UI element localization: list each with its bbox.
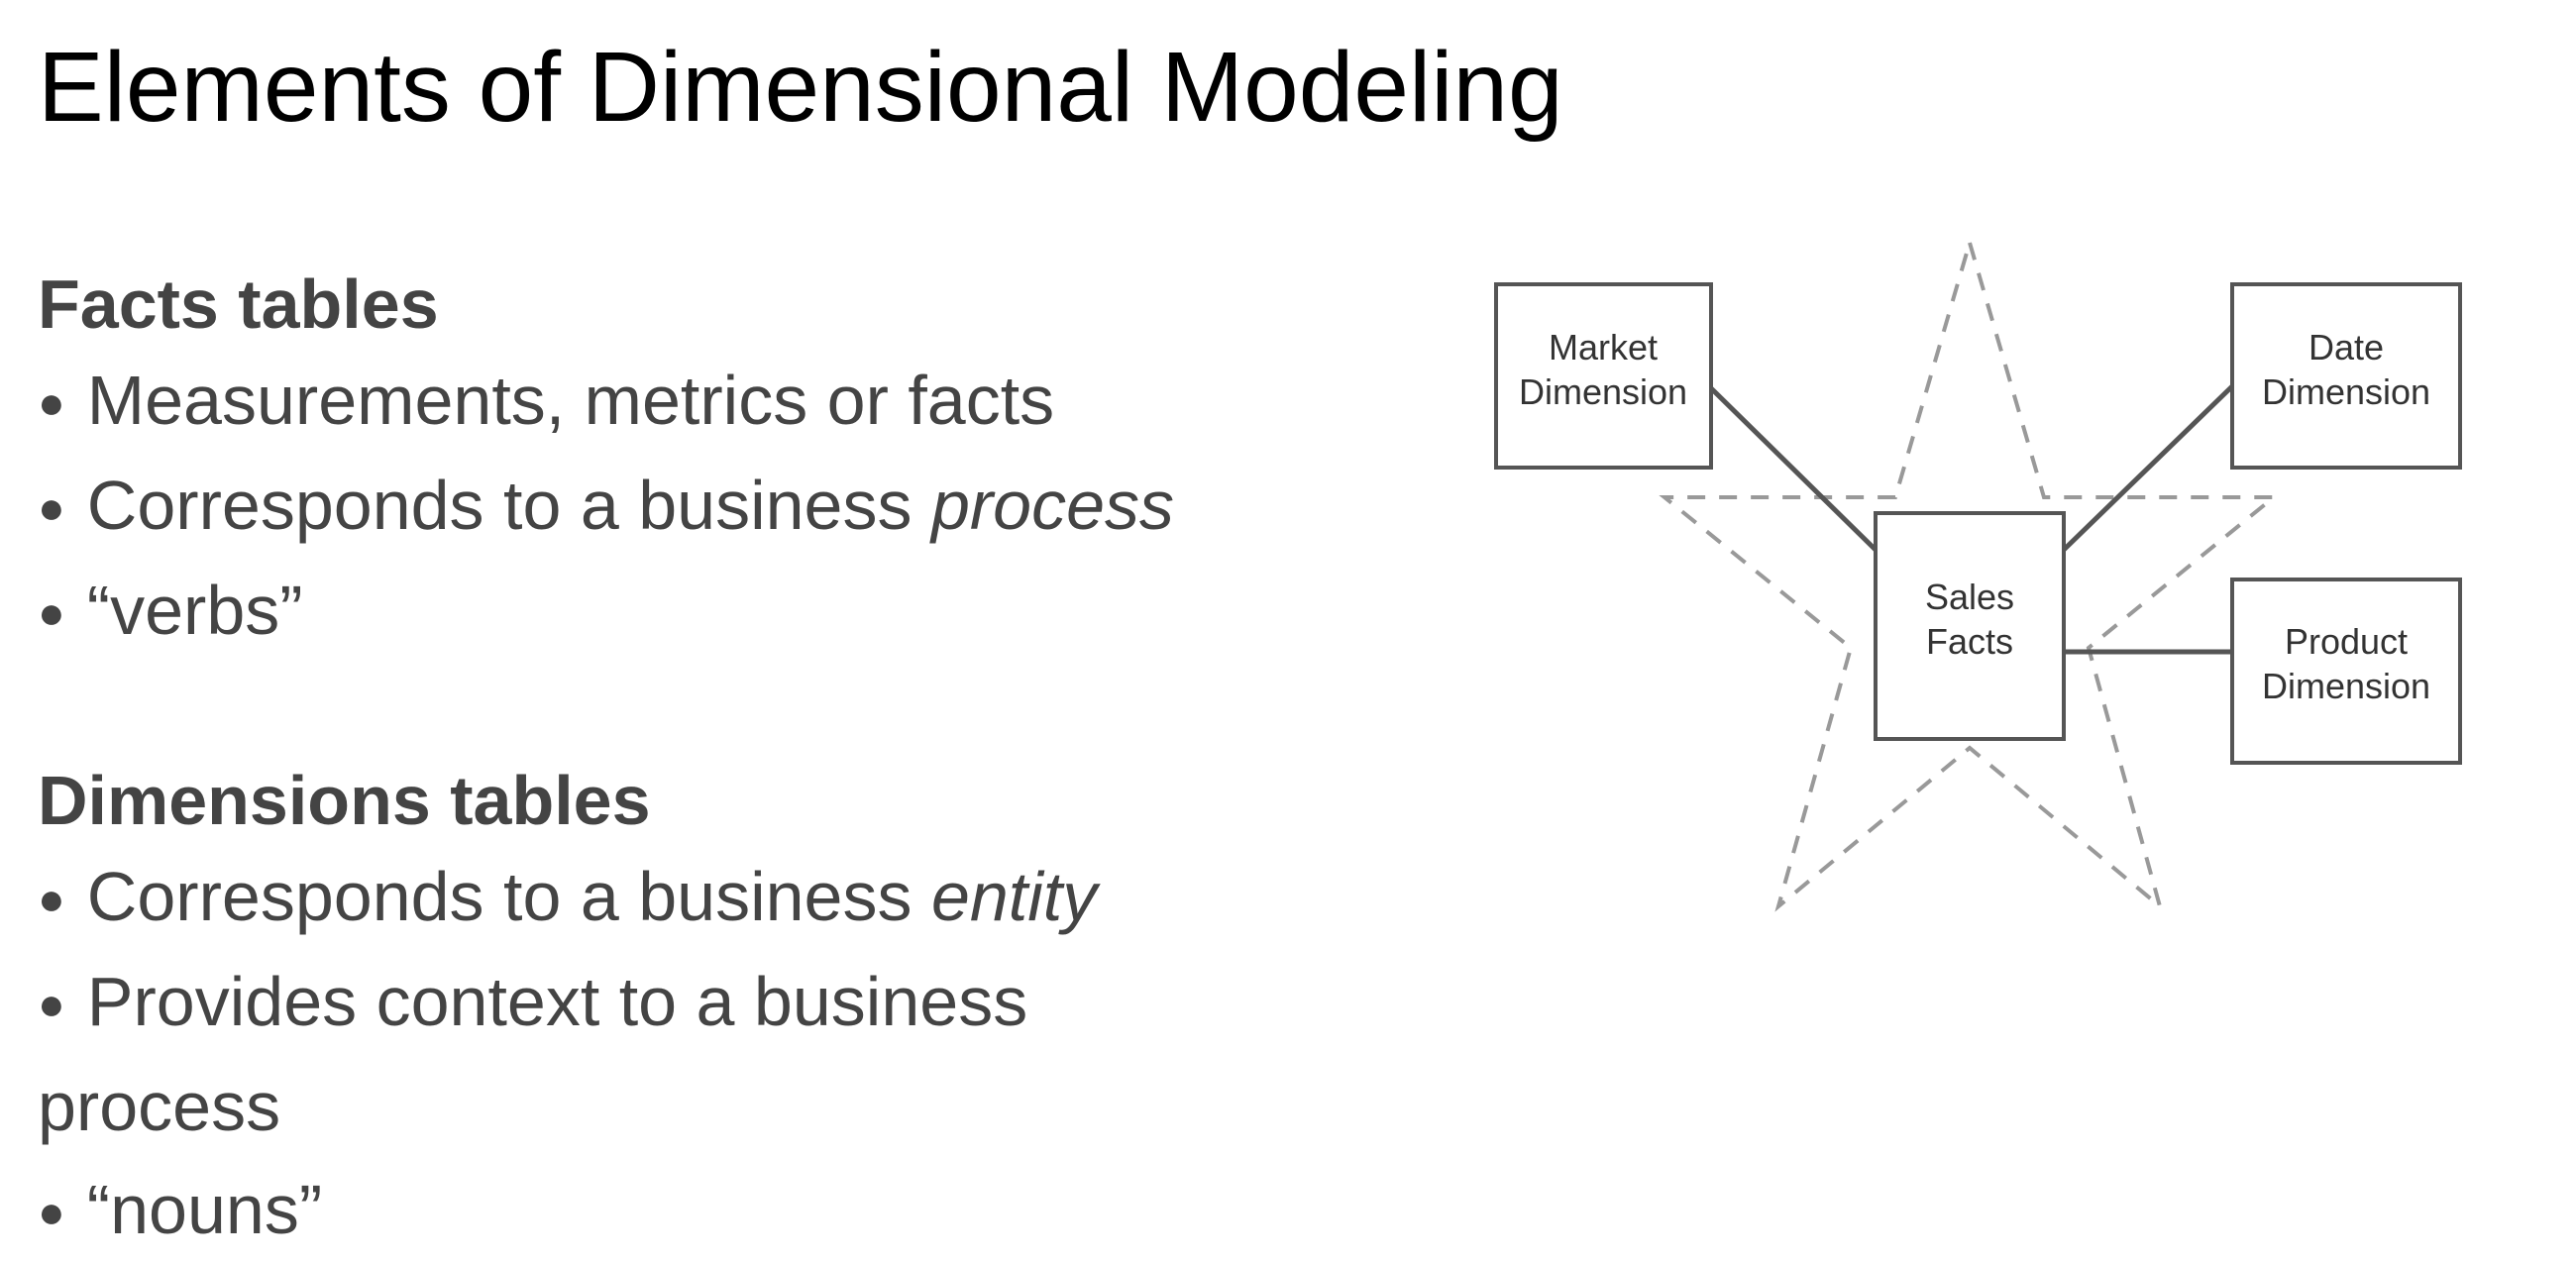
bullet-icon: ● — [38, 586, 65, 638]
bullet-icon: ● — [38, 978, 65, 1029]
bullet-emphasis: entity — [930, 858, 1098, 935]
slide-title: Elements of Dimensional Modeling — [38, 32, 1563, 143]
star-schema-svg: Market Dimension Date Dimension Sales Fa… — [1494, 235, 2462, 912]
date-label-line2: Dimension — [2262, 371, 2430, 412]
market-label-line2: Dimension — [1519, 371, 1687, 412]
date-label-line1: Date — [2308, 327, 2384, 368]
market-label-line1: Market — [1549, 327, 1658, 368]
bullet-icon: ● — [38, 873, 65, 924]
bullet-text: Measurements, metrics or facts — [86, 362, 1055, 439]
sales-label-line1: Sales — [1925, 577, 2014, 617]
dimensions-section: Dimensions tables ● Corresponds to a busi… — [38, 756, 1345, 1263]
sales-label-line2: Facts — [1926, 621, 2013, 662]
dimensions-bullet-context: ●Provides context to a business process — [38, 950, 1137, 1158]
dimensions-bullet-entity: ● Corresponds to a business entity — [38, 845, 1345, 950]
connector-date-sales — [2062, 384, 2234, 552]
facts-bullet-verbs: ● “verbs” — [38, 559, 1345, 664]
bullet-text: “nouns” — [86, 1171, 323, 1248]
product-label-line1: Product — [2285, 621, 2408, 662]
sales-facts-box: Sales Facts — [1874, 511, 2066, 741]
product-dimension-box: Product Dimension — [2230, 578, 2462, 765]
date-dimension-box: Date Dimension — [2230, 282, 2462, 470]
bullet-text: Corresponds to a business — [86, 858, 931, 935]
bullet-text: Corresponds to a business — [86, 467, 931, 544]
bullet-emphasis: process — [930, 467, 1175, 544]
facts-bullet-measurements: ● Measurements, metrics or facts — [38, 349, 1345, 454]
product-label-line2: Dimension — [2262, 666, 2430, 706]
facts-bullet-list: ● Measurements, metrics or facts ● Corresp… — [38, 349, 1345, 664]
bullet-icon: ● — [38, 1186, 65, 1237]
dimensions-bullet-list: ●Corresponds to a business entity ●Provi… — [38, 845, 1345, 1263]
star-outline — [1659, 235, 2280, 912]
bullet-text: “verbs” — [86, 572, 303, 649]
facts-heading: Facts tables — [38, 265, 439, 343]
bullet-text: Provides context to a business process — [38, 963, 1028, 1145]
bullet-icon: ● — [38, 376, 65, 428]
connector-market-sales — [1707, 384, 1878, 552]
star-schema-diagram: Market Dimension Date Dimension Sales Fa… — [1486, 228, 2477, 921]
facts-section: Facts tables ● Measurements, metrics or f… — [38, 260, 1345, 664]
dimensions-bullet-nouns: ● “nouns” — [38, 1158, 1345, 1263]
facts-bullet-process: ● Corresponds to a business process — [38, 454, 1345, 559]
market-dimension-box: Market Dimension — [1494, 282, 1713, 470]
bullet-icon: ● — [38, 481, 65, 533]
dimensions-heading: Dimensions tables — [38, 762, 651, 839]
